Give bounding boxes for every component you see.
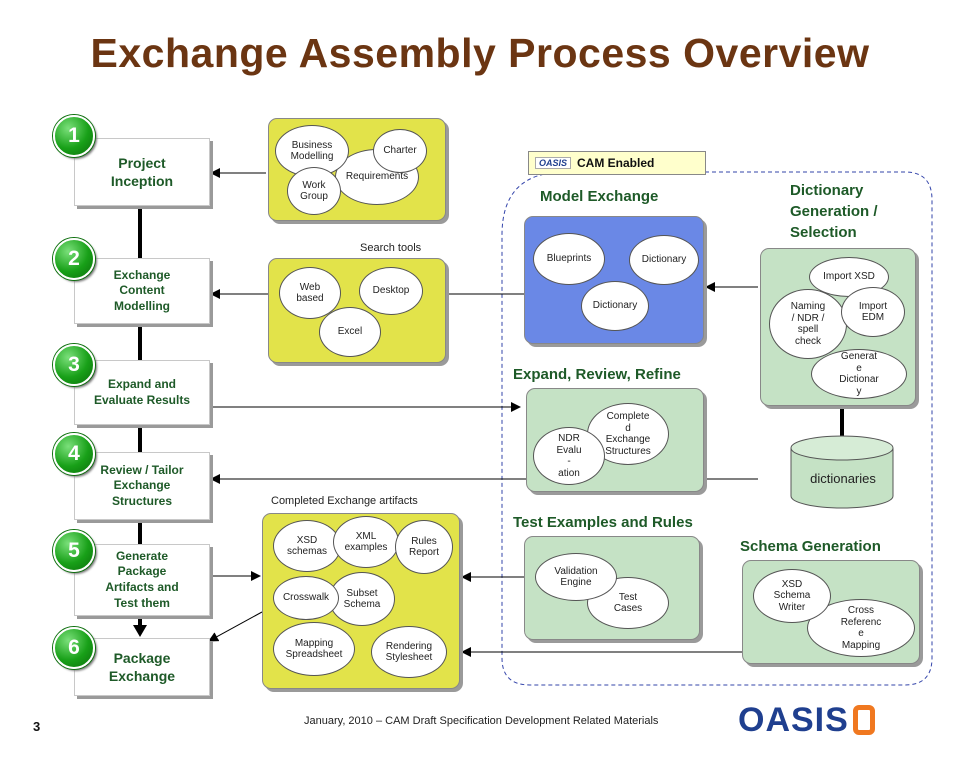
import-edm-ellipse: Import EDM	[841, 287, 905, 337]
oasis-logo-text: OASIS	[738, 700, 849, 739]
arrow-artifacts-to-package	[208, 611, 263, 642]
rendering-stylesheet-ellipse: Rendering Stylesheet	[371, 626, 447, 678]
step-exchange-content-modelling: Exchange Content Modelling	[74, 258, 210, 324]
step-badge-3: 3	[53, 344, 95, 386]
schema-generation-heading: Schema Generation	[740, 538, 881, 555]
validation-engine-ellipse: Validation Engine	[535, 553, 617, 601]
oasis-logo-mark-icon	[852, 705, 875, 735]
generate-dictionary-ellipse: Generat e Dictionar y	[811, 349, 907, 399]
expand-review-panel: Complete d Exchange Structures NDR Evalu…	[526, 388, 704, 492]
dictionaries-label: dictionaries	[810, 471, 876, 486]
test-examples-panel: Test Cases Validation Engine	[524, 536, 700, 640]
subset-schema-ellipse: Subset Schema	[329, 572, 395, 626]
step-badge-1: 1	[53, 115, 95, 157]
artifacts-panel: XSD schemas XML examples Rules Report Su…	[262, 513, 460, 689]
xsd-schemas-ellipse: XSD schemas	[273, 520, 341, 572]
charter-ellipse: Charter	[373, 129, 427, 173]
expand-review-heading: Expand, Review, Refine	[513, 366, 681, 383]
schema-generation-panel: Cross Referenc e Mapping XSD Schema Writ…	[742, 560, 920, 664]
footer-text: January, 2010 – CAM Draft Specification …	[304, 715, 659, 727]
cam-enabled-tag: OASIS CAM Enabled	[528, 151, 706, 175]
excel-ellipse: Excel	[319, 307, 381, 357]
desktop-ellipse: Desktop	[359, 267, 423, 315]
work-group-ellipse: Work Group	[287, 167, 341, 215]
page-title: Exchange Assembly Process Overview	[90, 30, 870, 76]
cam-enabled-label: CAM Enabled	[577, 156, 655, 170]
artifacts-caption: Completed Exchange artifacts	[271, 495, 418, 507]
step-badge-6: 6	[53, 627, 95, 669]
test-examples-heading: Test Examples and Rules	[513, 514, 693, 531]
cam-boundary	[501, 171, 933, 686]
search-tools-caption: Search tools	[360, 242, 422, 254]
rules-report-ellipse: Rules Report	[395, 520, 453, 574]
search-tools-panel: Web based Desktop Excel	[268, 258, 446, 363]
step-generate-package: Generate Package Artifacts and Test them	[74, 544, 210, 616]
dictionary-generation-heading: Dictionary Generation / Selection	[790, 182, 878, 241]
step-badge-5: 5	[53, 530, 95, 572]
dictionaries-cylinder	[790, 435, 894, 509]
inception-panel: Requirements Business Modelling Charter …	[268, 118, 446, 221]
step-project-inception: Project Inception	[74, 138, 210, 206]
spine-arrowhead	[133, 625, 147, 637]
dictionary-ellipse-a: Dictionary	[629, 235, 699, 285]
dictionary-ellipse-b: Dictionary	[581, 281, 649, 331]
mapping-spreadsheet-ellipse: Mapping Spreadsheet	[273, 622, 355, 676]
oasis-logo: OASIS	[738, 700, 908, 740]
crosswalk-ellipse: Crosswalk	[273, 576, 339, 620]
step-badge-2: 2	[53, 238, 95, 280]
dictionary-generation-panel: Import XSD Naming / NDR / spell check Im…	[760, 248, 916, 406]
xsd-schema-writer-ellipse: XSD Schema Writer	[753, 569, 831, 623]
model-exchange-heading: Model Exchange	[540, 188, 659, 205]
naming-ndr-ellipse: Naming / NDR / spell check	[769, 289, 847, 359]
step-badge-4: 4	[53, 433, 95, 475]
ndr-evaluation-ellipse: NDR Evalu - ation	[533, 427, 605, 485]
step-package-exchange: Package Exchange	[74, 638, 210, 696]
page-number: 3	[33, 719, 41, 734]
step-review-tailor: Review / Tailor Exchange Structures	[74, 452, 210, 520]
model-exchange-panel: Blueprints Dictionary Dictionary	[524, 216, 704, 344]
web-based-ellipse: Web based	[279, 267, 341, 319]
oasis-small-logo: OASIS	[535, 157, 572, 169]
xml-examples-ellipse: XML examples	[333, 516, 399, 568]
blueprints-ellipse: Blueprints	[533, 233, 605, 285]
step-expand-evaluate: Expand and Evaluate Results	[74, 360, 210, 425]
